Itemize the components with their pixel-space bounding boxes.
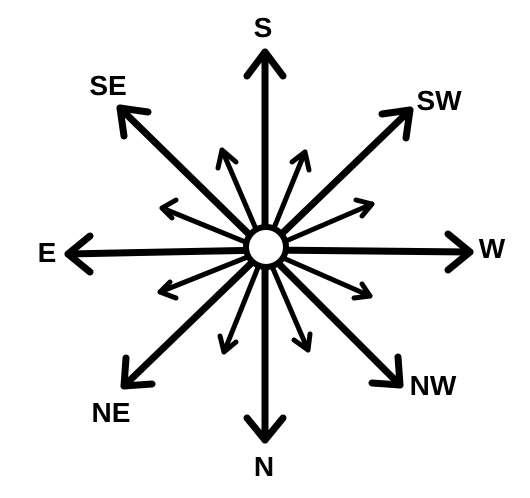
minor-ray-head (159, 197, 179, 221)
label-bottom: N (253, 451, 275, 482)
label-left: E (37, 237, 57, 268)
label-top-right: SW (416, 85, 462, 116)
arrow-shaft-se (116, 104, 269, 254)
arrow-shaft-e (64, 246, 269, 258)
arrow-head-s (243, 48, 287, 80)
label-bottom-left: NE (91, 397, 131, 428)
minor-ray-head (289, 149, 312, 173)
arrow-head-e (64, 232, 94, 276)
arrow-shaft-ne (120, 246, 269, 390)
minor-ray-head (217, 333, 239, 355)
minor-ray-head (291, 331, 313, 353)
arrow-head-ne (120, 354, 156, 390)
arrow-head-n (243, 414, 287, 444)
arrow-head-w (444, 230, 474, 274)
main-arrows (64, 48, 474, 444)
label-bottom-right: NW (409, 370, 457, 401)
arrow-shaft-nw (261, 246, 404, 389)
arrow-shaft-w (261, 246, 474, 256)
center-hub (243, 224, 289, 270)
arrow-shaft-sw (261, 106, 414, 254)
label-right: W (478, 233, 506, 264)
arrow-head-nw (368, 353, 404, 389)
arrow-head-sw (378, 106, 414, 142)
label-top-left: SE (89, 70, 127, 101)
arrow-head-se (116, 104, 152, 140)
minor-ray-head (215, 147, 239, 171)
minor-ray-head (351, 281, 373, 301)
label-top: S (253, 12, 273, 43)
minor-ray-head (157, 279, 179, 301)
minor-ray-head (353, 197, 375, 219)
